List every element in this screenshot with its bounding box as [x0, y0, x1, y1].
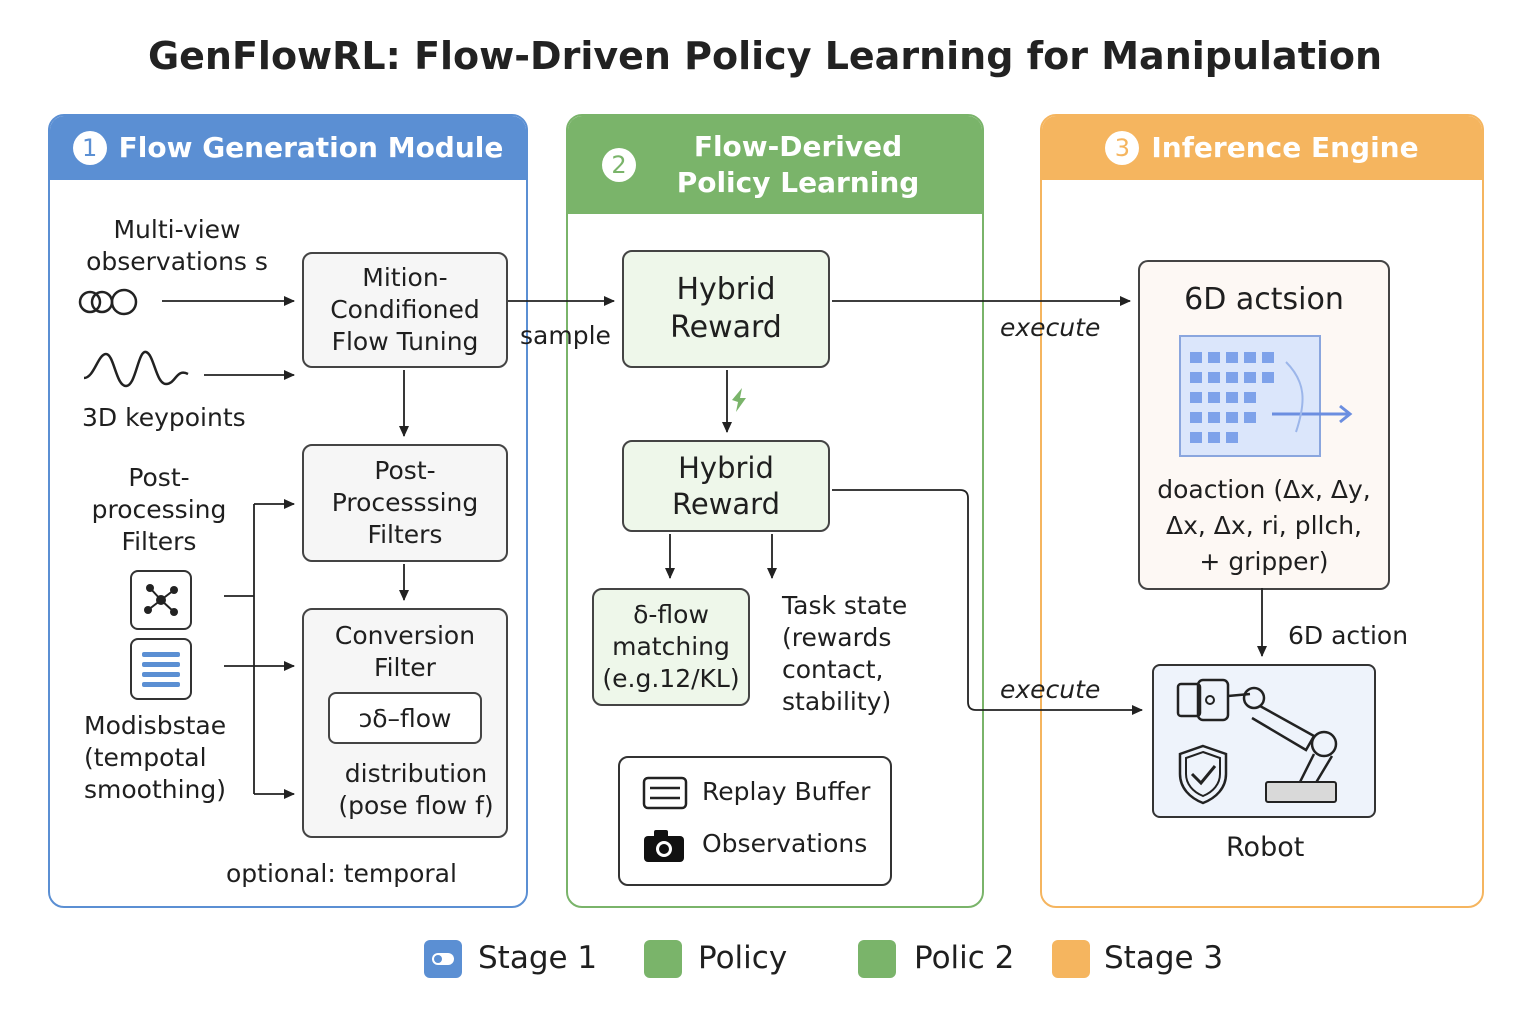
box-label: Mition-Condifioned Flow Tuning: [330, 263, 480, 356]
execute-label-bottom: execute: [1000, 675, 1101, 704]
replay-buffer-label: Replay Buffer: [702, 777, 871, 806]
panel-title: Flow-Derived Policy Learning: [676, 130, 920, 199]
distribution-label: distribution (pose flow f): [338, 759, 494, 820]
legend-swatch-stage3: [1052, 940, 1090, 978]
step-number-badge: 1: [72, 131, 107, 165]
legend-label-stage1: Stage 1: [478, 940, 598, 976]
sample-label: sample: [520, 321, 611, 350]
optional-temporal-label: optional: temporal: [226, 859, 457, 888]
action-box: 6D actsion doaction (Δx, Δy, Δx, Δx, ri,…: [1138, 260, 1390, 590]
list-lines-icon: [130, 638, 192, 700]
multiview-observations-label: Multi-view observations s: [86, 215, 268, 276]
robot-arm-icon: [1176, 678, 1338, 803]
replay-buffer-box: Replay Buffer Observations: [618, 756, 892, 886]
flow-grid-icon: [1179, 335, 1353, 457]
action-formula: doaction (Δx, Δy, Δx, Δx, ri, pllch, + g…: [1157, 475, 1371, 576]
legend-label-policy: Policy: [698, 940, 788, 976]
hybrid-reward-box-bottom: Hybrid Reward: [622, 440, 830, 532]
toggle-icon: [432, 953, 454, 965]
execute-label-top: execute: [1000, 313, 1101, 342]
smoothing-label: Modisbstae (tempotal smoothing): [84, 711, 227, 804]
box-label: ↄδ–flow: [358, 703, 452, 733]
action-title: 6D actsion: [1184, 282, 1344, 317]
panel-title: Inference Engine: [1151, 131, 1419, 164]
legend-label-policy2: Polic 2: [914, 940, 1015, 976]
box-label: Hybrid Reward: [670, 272, 782, 345]
green-arrow-icon: [732, 388, 746, 412]
box-label: Hybrid Reward: [672, 451, 780, 521]
step-number-badge: 2: [602, 148, 636, 182]
hybrid-reward-box-top: Hybrid Reward: [622, 250, 830, 368]
post-processing-label: Post-processing Filters: [91, 463, 227, 556]
observations-label: Observations: [702, 829, 868, 858]
robot-box: [1152, 664, 1376, 818]
shield-check-icon: [1178, 744, 1228, 805]
panel-header: 1 Flow Generation Module: [50, 116, 526, 180]
legend-swatch-stage1: [424, 940, 462, 978]
robot-label: Robot: [1226, 832, 1305, 863]
waveform-icon: [83, 350, 189, 388]
box-label: Conversion Filter: [334, 621, 476, 682]
delta-flow-matching-box: δ-flow matching (e.g.12/KL): [592, 588, 750, 706]
legend-swatch-policy2: [858, 940, 896, 978]
diagram-title: GenFlowRL: Flow-Driven Policy Learning f…: [147, 34, 1383, 78]
buffer-lines-icon: [642, 776, 688, 810]
step-number-badge: 3: [1105, 131, 1140, 165]
keypoints-label: 3D keypoints: [82, 403, 246, 432]
camera-icon: [644, 830, 684, 862]
post-processing-box: Post-Processsing Filters: [302, 444, 508, 562]
box-label: Post-Processsing Filters: [331, 456, 479, 549]
panel-header: 2 Flow-Derived Policy Learning: [568, 116, 982, 214]
box-label: δ-flow matching (e.g.12/KL): [602, 600, 740, 693]
task-state-label: Task state (rewards contact, stability): [782, 591, 908, 716]
delta-flow-inner-box: ↄδ–flow: [328, 692, 482, 744]
graph-network-icon: [130, 570, 192, 630]
legend-swatch-policy: [644, 940, 682, 978]
multiview-circles-icon: [78, 288, 138, 316]
panel-header: 3 Inference Engine: [1042, 116, 1482, 180]
six-d-action-label: 6D action: [1288, 621, 1409, 650]
panel-title: Flow Generation Module: [118, 131, 504, 164]
flow-tuning-box: Mition-Condifioned Flow Tuning: [302, 252, 508, 368]
legend-label-stage3: Stage 3: [1104, 940, 1224, 976]
